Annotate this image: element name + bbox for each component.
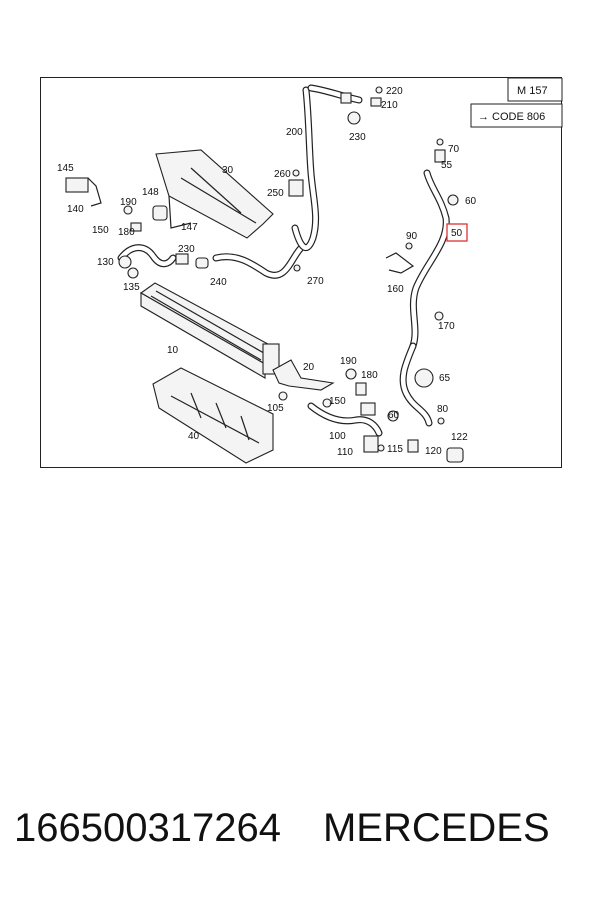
part-label-120: 120 [425, 446, 442, 457]
part-label-260: 260 [274, 169, 291, 180]
charge-air-duct-30 [155, 149, 274, 239]
hose-middle-240 [212, 244, 305, 279]
part-label-200: 200 [286, 127, 303, 138]
model-box [507, 78, 563, 102]
part-label-160: 160 [387, 284, 404, 295]
parts-diagram: M 157 → CODE 806 [40, 77, 563, 468]
part-label-55: 55 [441, 160, 453, 171]
part-label-80: 80 [437, 404, 449, 415]
charge-air-cooler-10 [139, 282, 280, 379]
part-label-148: 148 [142, 187, 159, 198]
part-label-135: 135 [123, 282, 140, 293]
part-label-100: 100 [329, 431, 346, 442]
part-label-60b: 60 [388, 410, 400, 421]
part-label-115: 115 [387, 444, 403, 455]
model-label: M 157 [517, 85, 548, 97]
part-label-250: 250 [267, 188, 284, 199]
part-label-190a: 190 [120, 197, 137, 208]
charge-pipe-200 [291, 84, 363, 252]
part-label-230b: 230 [178, 244, 195, 255]
footer-caption: 166500317264 MERCEDES [14, 806, 550, 851]
part-label-140: 140 [67, 204, 84, 215]
part-label-30: 30 [222, 165, 234, 176]
part-label-180b: 180 [361, 370, 378, 381]
part-label-105: 105 [267, 403, 284, 414]
part-label-147: 147 [181, 222, 198, 233]
code-label: → CODE 806 [478, 111, 545, 123]
charge-pipe-50 [399, 169, 450, 427]
highlight-box-50 [446, 223, 468, 242]
diagram-drawing: M 157 → CODE 806 [57, 78, 563, 464]
part-label-65: 65 [439, 373, 451, 384]
small-hardware [65, 86, 464, 463]
hose-left-130 [117, 244, 177, 269]
part-label-220: 220 [386, 86, 403, 97]
part-label-240: 240 [210, 277, 227, 288]
part-label-60a: 60 [465, 196, 477, 207]
part-label-230a: 230 [349, 132, 366, 143]
part-label-130: 130 [97, 257, 114, 268]
part-label-210: 210 [381, 100, 398, 111]
brand-name: MERCEDES [322, 806, 550, 850]
code-box [470, 103, 563, 128]
air-guide-40 [152, 367, 274, 464]
part-label-150b: 150 [329, 396, 346, 407]
part-label-40: 40 [188, 431, 200, 442]
part-number: 166500317264 [14, 806, 281, 850]
part-label-50: 50 [451, 228, 463, 239]
part-label-270: 270 [307, 276, 324, 287]
part-label-150a: 150 [92, 225, 109, 236]
part-label-145: 145 [57, 163, 74, 174]
part-label-20: 20 [303, 362, 315, 373]
part-label-70: 70 [448, 144, 460, 155]
part-label-180a: 180 [118, 227, 135, 238]
hose-lower-100 [307, 402, 383, 437]
part-label-190b: 190 [340, 356, 357, 367]
part-label-122: 122 [451, 432, 468, 443]
part-label-90: 90 [406, 231, 418, 242]
part-label-110: 110 [337, 447, 353, 458]
part-label-10: 10 [167, 345, 179, 356]
part-label-170: 170 [438, 321, 455, 332]
